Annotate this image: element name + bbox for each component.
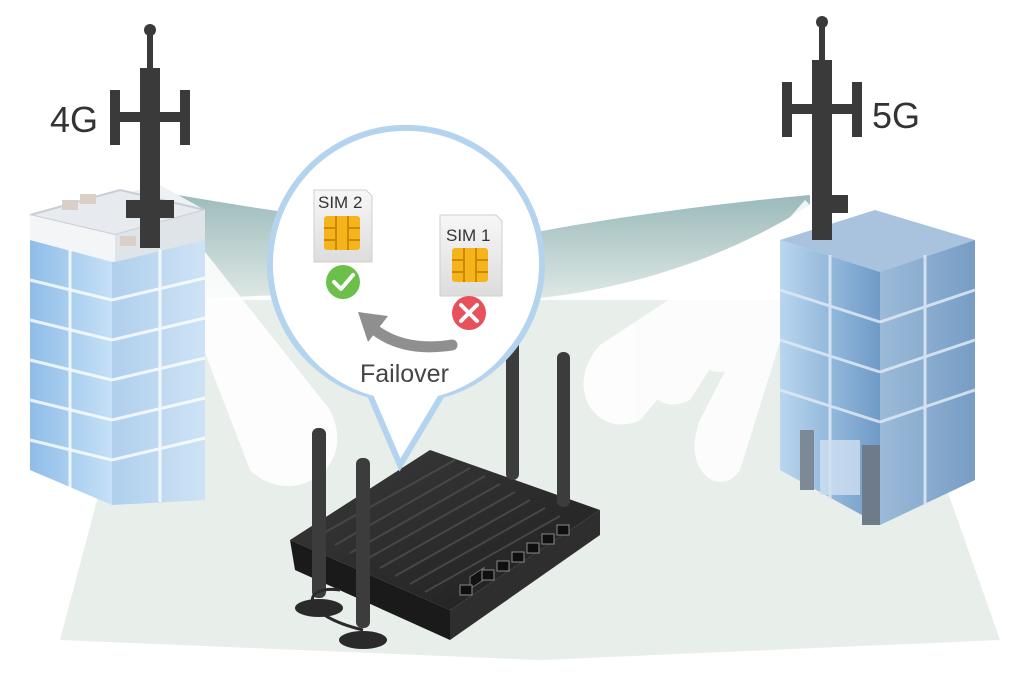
antenna-front-left xyxy=(311,458,387,649)
sim-1-label: SIM 1 xyxy=(446,226,490,245)
antenna-back-left xyxy=(295,428,343,617)
cross-icon xyxy=(452,296,486,330)
5g-cell-tower-icon xyxy=(782,16,862,240)
antenna-back-right xyxy=(506,330,519,480)
sim-1-card: SIM 1 xyxy=(439,214,503,297)
5g-label: 5G xyxy=(872,95,920,136)
failover-arrow-icon xyxy=(358,312,458,353)
right-building xyxy=(779,210,976,525)
4g-label: 4G xyxy=(50,99,98,140)
failover-label: Failover xyxy=(360,360,449,388)
sim-card-icon xyxy=(324,216,360,250)
ethernet-port-row xyxy=(459,524,570,596)
sim-card-icon xyxy=(452,248,488,282)
antenna-right xyxy=(557,352,570,507)
5g-signal-beam xyxy=(500,195,810,300)
antennas xyxy=(295,330,570,649)
sim-2-card: SIM 2 xyxy=(313,189,373,263)
left-building xyxy=(29,185,206,505)
check-icon xyxy=(326,265,360,299)
sim-2-label: SIM 2 xyxy=(318,193,362,212)
4g-cell-tower-icon xyxy=(110,24,190,248)
